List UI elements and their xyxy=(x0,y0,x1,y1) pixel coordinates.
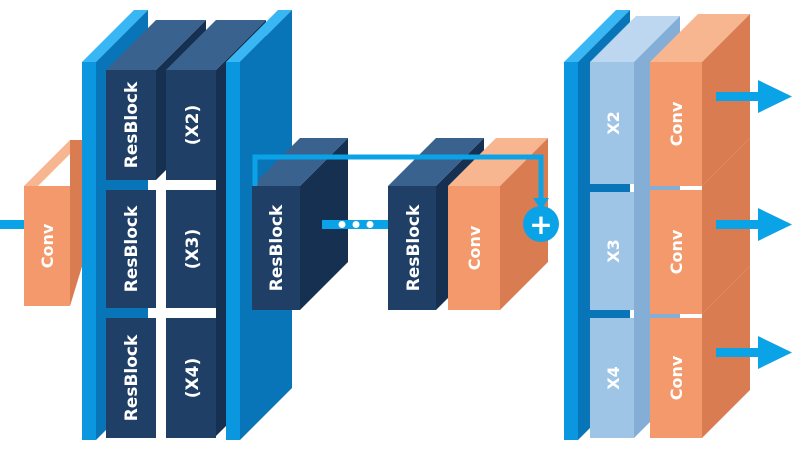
repeat-x4-label: (X4) xyxy=(183,358,203,398)
middle-conv-label: Conv xyxy=(465,225,484,270)
output-arrow-3 xyxy=(716,336,792,369)
middle-conv-block: Conv xyxy=(448,138,548,310)
ellipsis-dots xyxy=(338,221,374,228)
output-conv-3-label: Conv xyxy=(667,355,686,400)
output-conv-1-label: Conv xyxy=(667,101,686,146)
resblock-label-3: ResBlock xyxy=(122,334,142,421)
middle-resblock-1-label: ResBlock xyxy=(267,204,287,291)
skip-connection-line xyxy=(252,154,544,205)
addition-node: + xyxy=(523,206,559,242)
repeat-x2-label: (X2) xyxy=(183,105,203,145)
output-conv-2-label: Conv xyxy=(667,229,686,274)
middle-resblock-2-label: ResBlock xyxy=(404,204,424,291)
resblock-label-2: ResBlock xyxy=(122,205,142,292)
output-arrow-1 xyxy=(716,80,792,113)
upsample-x4-label: X4 xyxy=(604,366,623,389)
output-arrow-2 xyxy=(716,208,792,241)
upsample-x2-label: X2 xyxy=(604,111,623,134)
resblock-label-1: ResBlock xyxy=(122,81,142,168)
repeat-x3-label: (X3) xyxy=(183,229,203,269)
input-conv-block: Conv xyxy=(24,140,84,306)
input-conv-label: Conv xyxy=(38,223,57,268)
upsample-x3-label: X3 xyxy=(604,239,623,262)
skip-connection-arrowhead xyxy=(533,198,549,210)
input-line xyxy=(0,220,28,229)
plus-icon: + xyxy=(529,208,552,241)
